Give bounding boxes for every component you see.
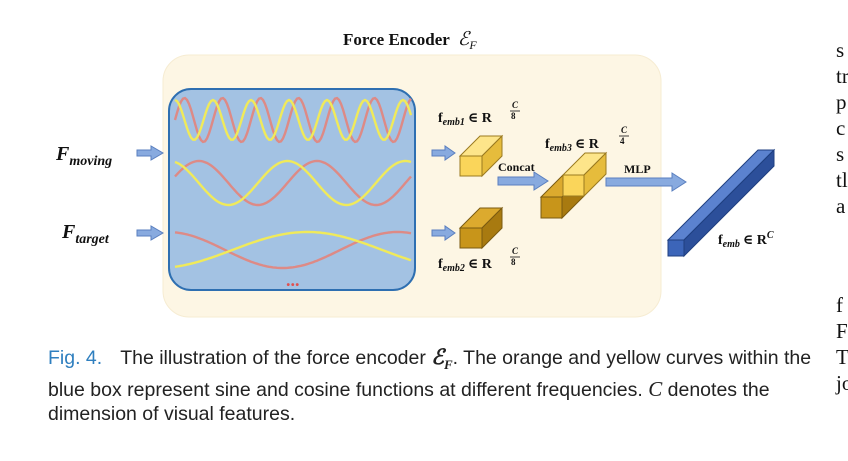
input-moving-label: Fmoving [55, 143, 112, 169]
side-text-line: jo [836, 371, 848, 395]
side-text-line: s [836, 38, 845, 62]
caption-part2: . The orange and yellow curves within th… [48, 347, 812, 402]
mlp-label: MLP [624, 162, 651, 176]
side-text-line: T [836, 345, 848, 369]
arrow-target [136, 225, 164, 241]
sine-curve-low-freq [174, 230, 412, 270]
caption-c-symbol: C [648, 377, 663, 402]
arrow-moving [136, 145, 164, 161]
side-text-line: tr [836, 64, 848, 88]
figure-caption: Fig. 4. The illustration of the force enc… [48, 345, 818, 426]
emb2-cube [458, 206, 504, 250]
emb2-label: femb2∈ R [438, 257, 493, 274]
emb2-denominator: 8 [511, 257, 516, 267]
side-text-line: c [836, 116, 846, 140]
emb-label: femb∈ RC [718, 230, 774, 250]
caption-label: Fig. 4. [48, 347, 103, 369]
mlp-arrow [605, 172, 687, 192]
arrow-to-emb1 [431, 145, 456, 161]
cosine-curve-low-freq [174, 230, 412, 268]
concat-label: Concat [498, 160, 535, 174]
side-text-line: p [836, 90, 847, 114]
emb3-denominator: 4 [620, 136, 625, 146]
caption-part3: denotes the dimension of visual features… [48, 379, 770, 426]
input-target-label: Ftarget [61, 221, 110, 247]
diagram-title: Force Encoder ℰF [343, 29, 477, 52]
cosine-curve-high-freq [174, 98, 413, 141]
emb1-numerator: C [512, 100, 519, 110]
side-text-column-lower: f F T jo [836, 292, 848, 396]
side-text-line: s [836, 142, 845, 166]
emb1-cube [458, 134, 504, 178]
side-text-line: a [836, 194, 846, 218]
sine-curve-mid-freq [174, 159, 412, 207]
emb3-label: femb3∈ R [545, 137, 600, 154]
emb1-denominator: 8 [511, 111, 516, 121]
ellipsis-dots: ... [286, 270, 300, 290]
arrow-to-emb2 [431, 225, 456, 241]
caption-symbol: ℰF [431, 345, 453, 373]
side-text-column: s tr p c s tl a [836, 37, 848, 219]
cosine-curve-mid-freq [174, 159, 412, 207]
side-text-line: f [836, 293, 843, 317]
caption-part1: The illustration of the force encoder [120, 347, 426, 369]
emb2-numerator: C [512, 246, 519, 256]
emb1-label: femb1∈ R [438, 111, 493, 128]
emb3-block [539, 151, 608, 220]
concat-arrow [497, 171, 549, 191]
side-text-line: tl [836, 168, 848, 192]
emb3-numerator: C [621, 125, 628, 135]
side-text-line: F [836, 319, 848, 343]
emb-output-bar [666, 148, 776, 258]
